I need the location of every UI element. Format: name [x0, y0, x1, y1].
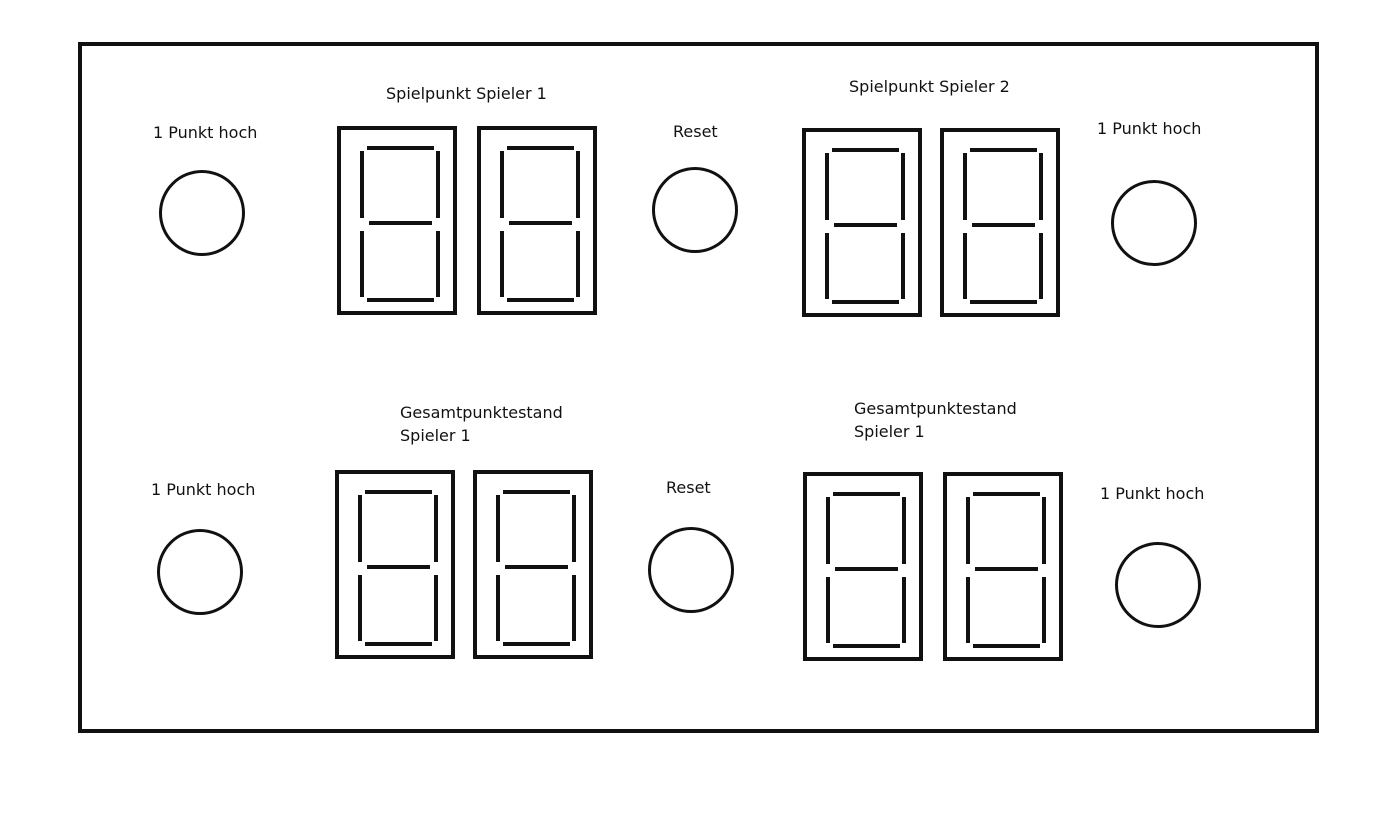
bottom-display-1-title: Gesamtpunktestand Spieler 1: [400, 401, 563, 447]
top-reset-label: Reset: [673, 122, 718, 141]
bottom-right-button-label: 1 Punkt hoch: [1100, 484, 1205, 503]
bottom-display-1-title-line1: Gesamtpunktestand: [400, 403, 563, 422]
bottom-display-2-title: Gesamtpunktestand Spieler 1: [854, 397, 1017, 443]
seven-segment-digit: [473, 470, 593, 659]
top-display-1-title: Spielpunkt Spieler 1: [386, 84, 547, 103]
seven-segment-icon: [500, 146, 580, 302]
bottom-right-point-up-button[interactable]: [1115, 542, 1201, 628]
bottom-reset-label: Reset: [666, 478, 711, 497]
top-left-point-up-button[interactable]: [159, 170, 245, 256]
top-left-button-label: 1 Punkt hoch: [153, 123, 258, 142]
scoreboard-panel: [78, 42, 1319, 733]
seven-segment-icon: [966, 492, 1046, 648]
seven-segment-icon: [358, 490, 438, 646]
seven-segment-digit: [943, 472, 1063, 661]
seven-segment-digit: [477, 126, 597, 315]
seven-segment-digit: [802, 128, 922, 317]
seven-segment-digit: [337, 126, 457, 315]
top-right-button-label: 1 Punkt hoch: [1097, 119, 1202, 138]
seven-segment-digit: [940, 128, 1060, 317]
seven-segment-icon: [825, 148, 905, 304]
bottom-display-2-title-line2: Spieler 1: [854, 422, 925, 441]
top-right-point-up-button[interactable]: [1111, 180, 1197, 266]
seven-segment-digit: [803, 472, 923, 661]
seven-segment-digit: [335, 470, 455, 659]
bottom-display-1-title-line2: Spieler 1: [400, 426, 471, 445]
top-reset-button[interactable]: [652, 167, 738, 253]
seven-segment-icon: [826, 492, 906, 648]
bottom-display-2-title-line1: Gesamtpunktestand: [854, 399, 1017, 418]
top-display-2-title: Spielpunkt Spieler 2: [849, 77, 1010, 96]
bottom-reset-button[interactable]: [648, 527, 734, 613]
seven-segment-icon: [496, 490, 576, 646]
bottom-left-point-up-button[interactable]: [157, 529, 243, 615]
seven-segment-icon: [360, 146, 440, 302]
seven-segment-icon: [963, 148, 1043, 304]
bottom-left-button-label: 1 Punkt hoch: [151, 480, 256, 499]
